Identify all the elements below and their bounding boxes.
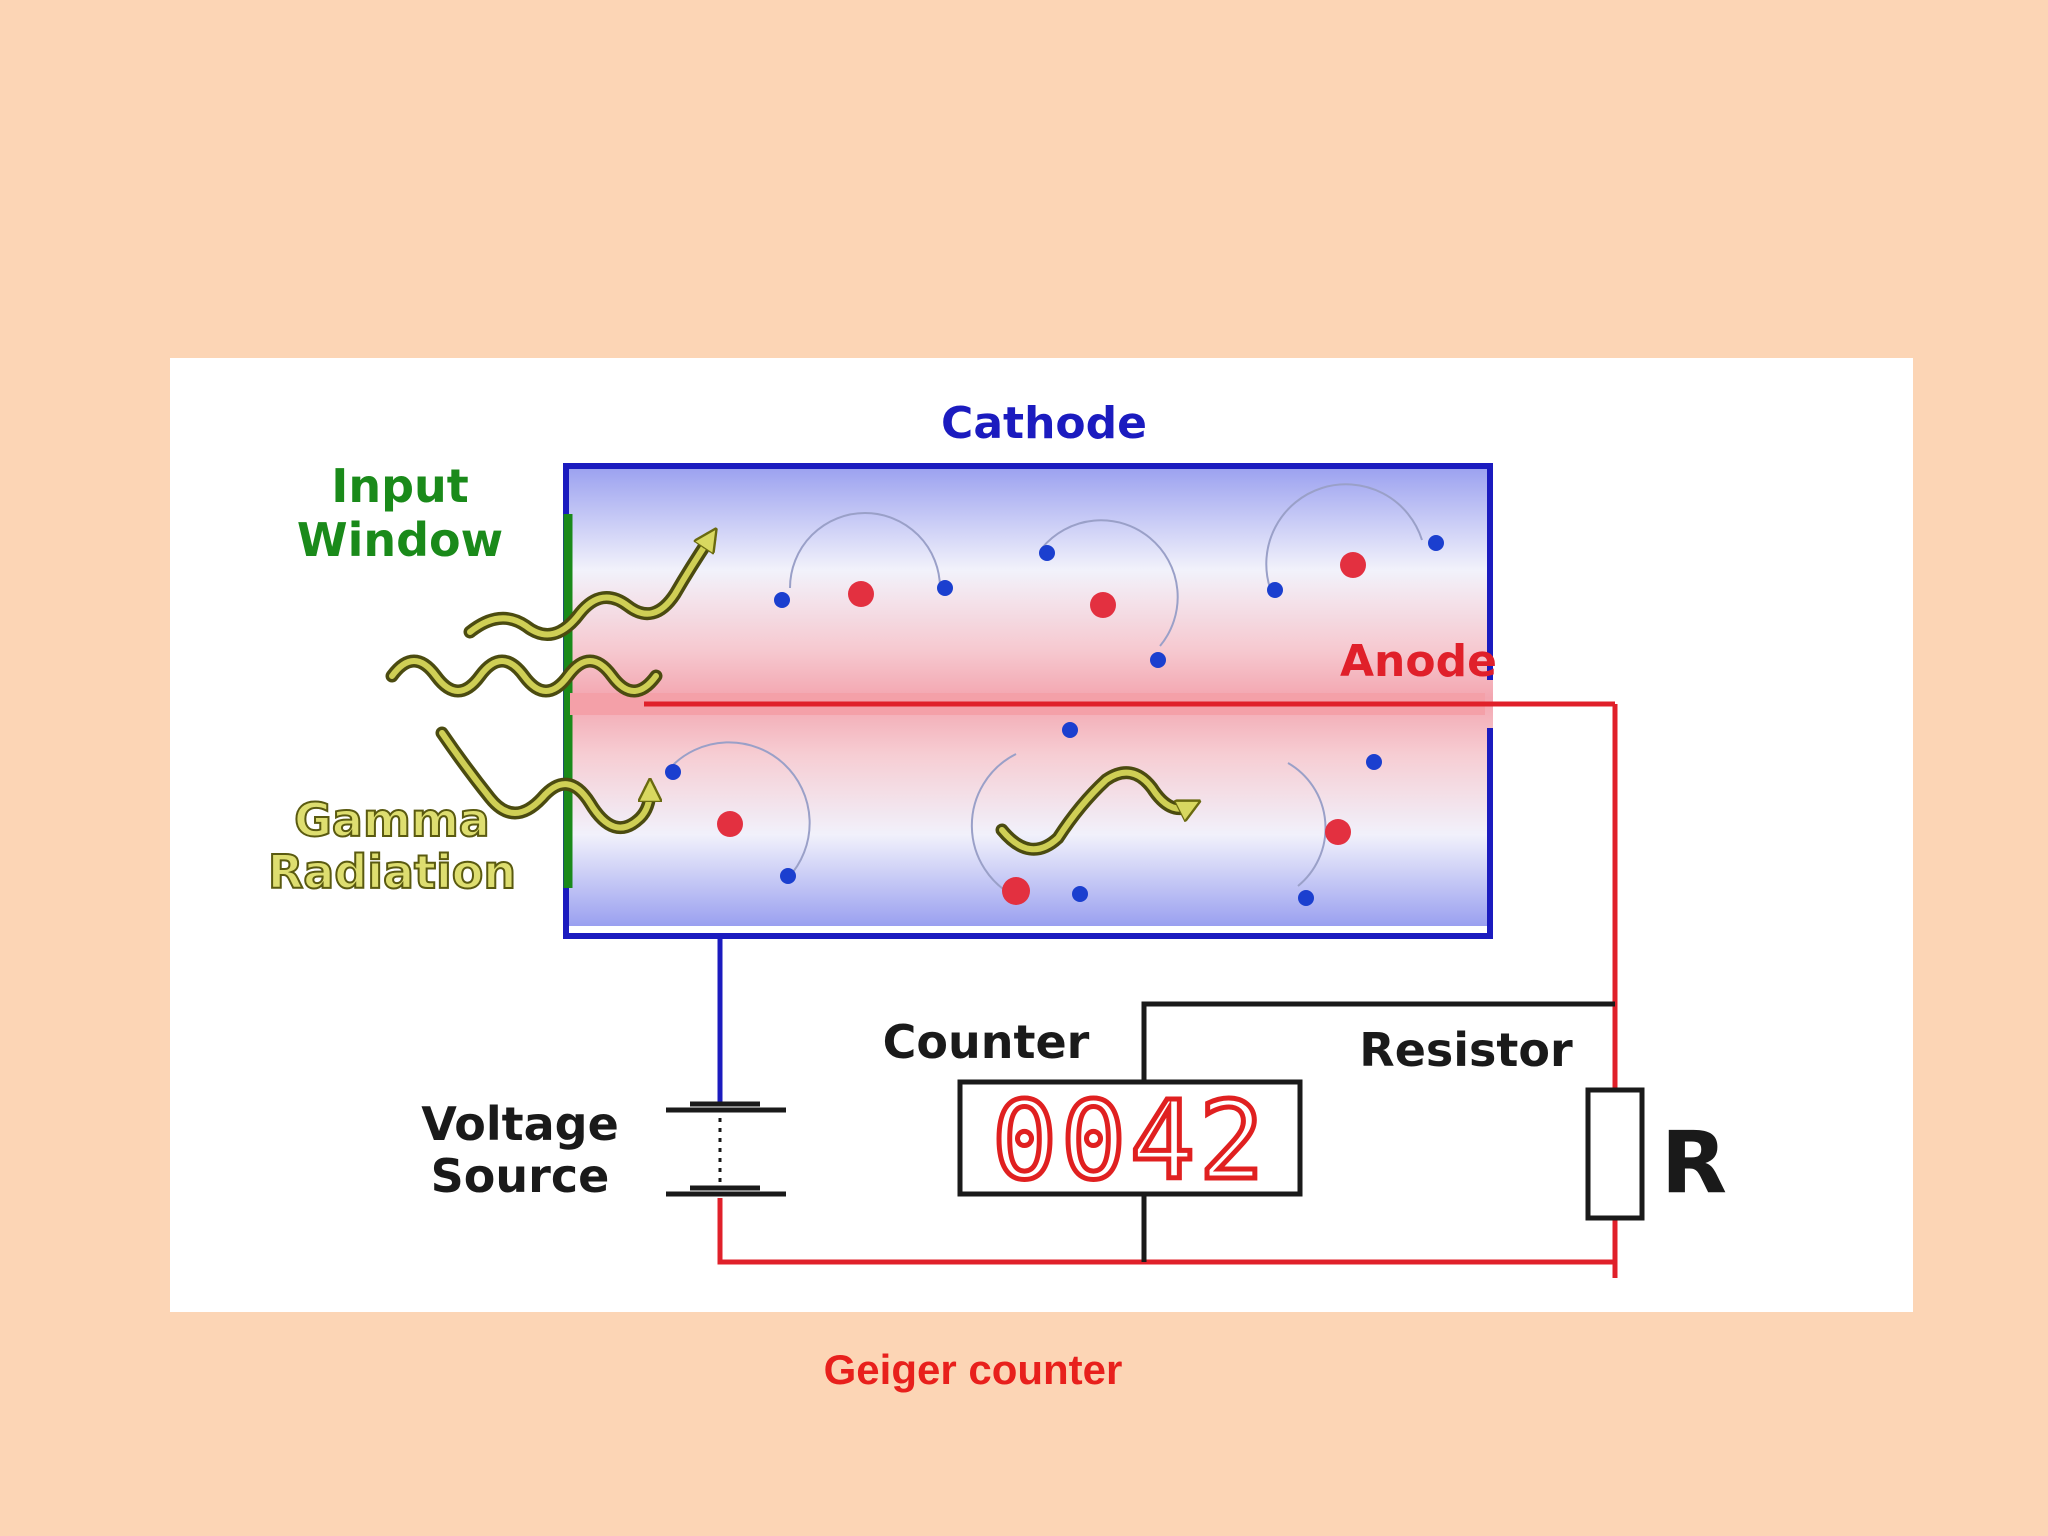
resistor-symbol-label: R	[1661, 1113, 1727, 1213]
anode-label: Anode	[1340, 636, 1497, 687]
voltage-source-label-line-2: Source	[431, 1149, 610, 1203]
resistor-symbol	[1585, 1087, 1645, 1221]
counter-digits: 0042	[992, 1079, 1268, 1204]
electrons	[665, 535, 1444, 906]
counter-label: Counter	[883, 1015, 1090, 1069]
input-window-label-line-2: Window	[297, 513, 503, 567]
voltage-source-label-line-1: Voltage	[421, 1097, 619, 1151]
geiger-counter-diagram: 0042 Cathode Anode Input Window Gamma Ra…	[267, 398, 1727, 1278]
geiger-tube	[563, 463, 1493, 939]
voltage-source-symbol	[666, 1101, 786, 1197]
input-window-label-line-1: Input	[331, 459, 469, 513]
resistor-label: Resistor	[1359, 1023, 1573, 1077]
gamma-radiation-label-line-2: Radiation	[268, 845, 516, 899]
gas-atoms	[669, 483, 1423, 899]
counter-display: 0042	[957, 1077, 1303, 1207]
diagram-panel: 0042 Cathode Anode Input Window Gamma Ra…	[170, 358, 1913, 1312]
cathode-label: Cathode	[941, 398, 1147, 449]
caption: Geiger counter	[823, 1346, 1123, 1393]
ion-nuclei	[717, 552, 1366, 905]
gamma-rays	[385, 538, 1190, 856]
gamma-radiation-label-line-1: Gamma	[294, 793, 490, 847]
